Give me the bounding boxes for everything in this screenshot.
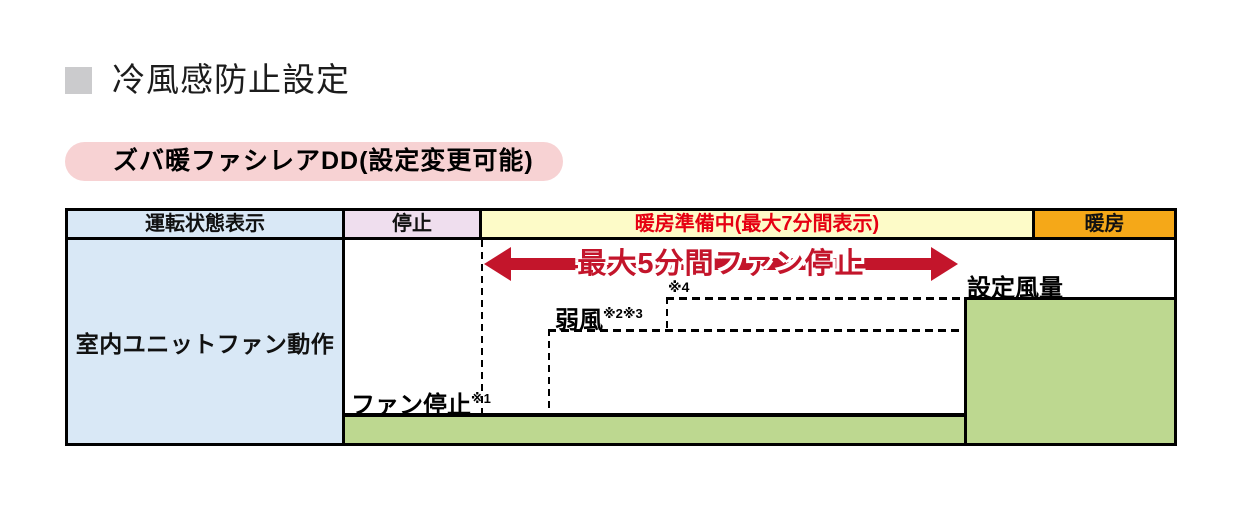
arrow-right-head-icon (931, 247, 958, 281)
fan-set-airflow-green-block (964, 297, 1174, 443)
weak-wind-text: 弱風 (555, 307, 603, 334)
fan-stop-note: ※1 (471, 391, 491, 406)
arrow-label: 最大5分間ファン停止 (577, 248, 865, 280)
page-title: 冷風感防止設定 (112, 61, 350, 98)
max-5min-fan-stop-arrow: 最大5分間ファン停止 (484, 247, 958, 281)
model-badge: ズバ暖ファシレアDD(設定変更可能) (65, 142, 563, 181)
model-badge-label: ズバ暖ファシレアDD(設定変更可能) (113, 147, 534, 175)
operation-state-table: 運転状態表示 停止 暖房準備中(最大7分間表示) 暖房 室内ユニットファン動作 … (65, 208, 1177, 446)
fan-stop-level-line (345, 413, 964, 417)
header-cell-heating: 暖房 (1035, 211, 1174, 237)
row-label-cell: 室内ユニットファン動作 (68, 240, 345, 443)
weak-wind-notes: ※2※3 (603, 306, 643, 321)
header-cell-status: 運転状態表示 (68, 211, 345, 237)
stop-prepare-boundary-dashed-line (481, 240, 483, 414)
arrow-shaft (506, 258, 936, 270)
fan-stop-text: ファン停止 (351, 392, 471, 419)
weak-wind-label: 弱風※2※3 (555, 300, 643, 335)
set-airflow-label: 設定風量 (967, 275, 1063, 302)
header-cell-stop: 停止 (345, 211, 482, 237)
fan-stop-label: ファン停止※1 (351, 385, 491, 420)
header-cell-heating-prep: 暖房準備中(最大7分間表示) (482, 211, 1035, 237)
weak-wind-lower-dashed-step (548, 329, 550, 415)
table-header-row: 運転状態表示 停止 暖房準備中(最大7分間表示) 暖房 (68, 211, 1174, 240)
weak-wind-upper-dashed-step (666, 297, 668, 331)
weak-wind-lower-dashed-line (548, 329, 964, 332)
row-label: 室内ユニットファン動作 (75, 330, 335, 357)
weak-wind-upper-dashed-line (666, 297, 964, 300)
title-bullet-square (65, 67, 92, 94)
note4-label: ※4 (668, 279, 690, 295)
